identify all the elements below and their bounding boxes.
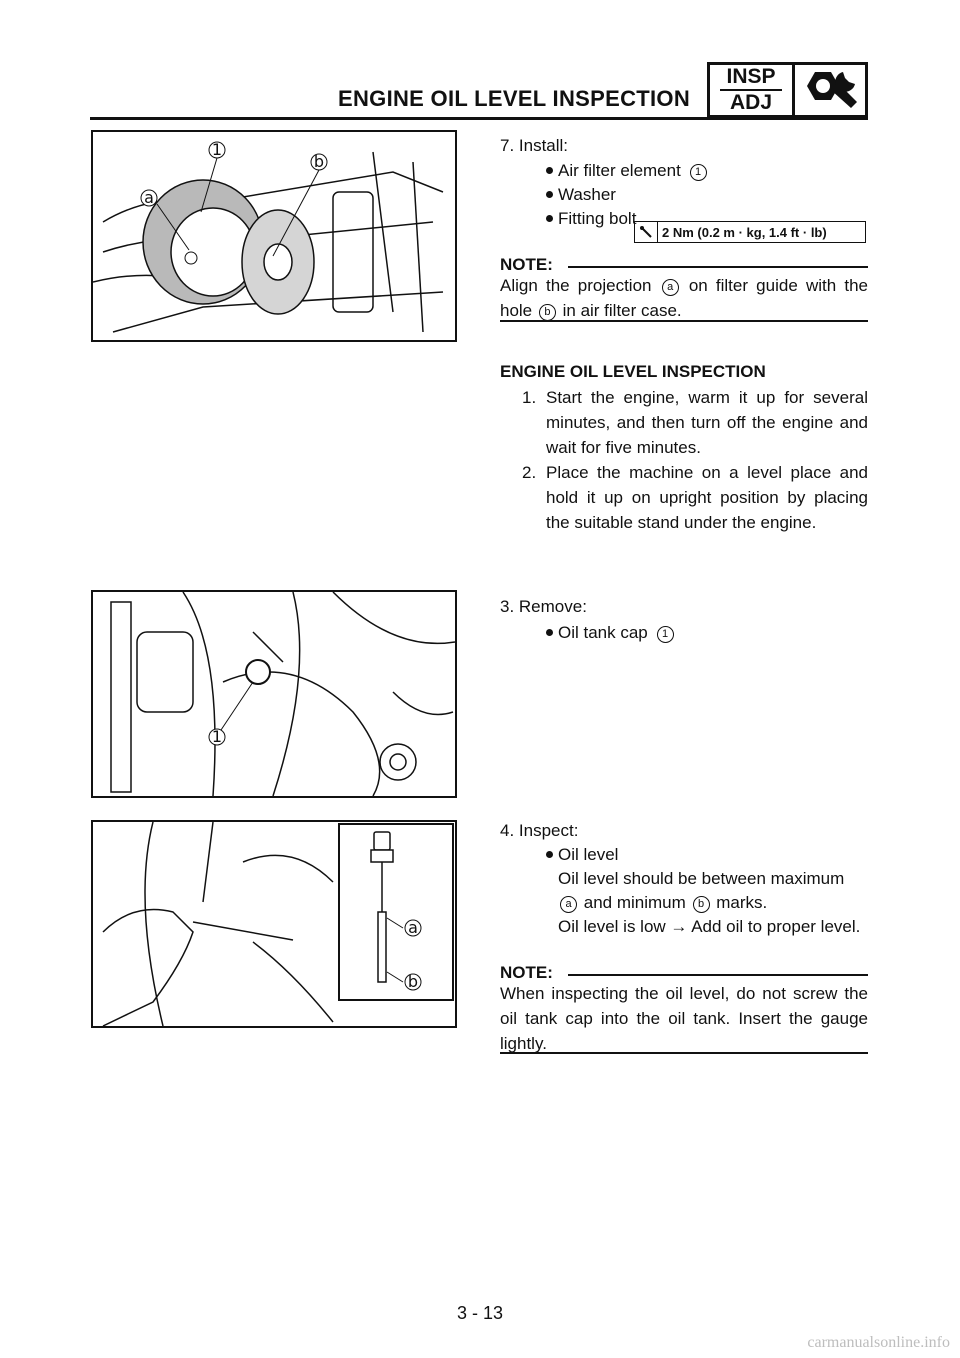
figure-oil-level-gauge: a b: [91, 820, 457, 1028]
note-rule-bottom-2: [500, 1052, 868, 1054]
oil-level-marks-line: a and minimum b marks.: [558, 890, 767, 915]
note-rule-top-2: [568, 974, 868, 976]
note-text-2: When inspecting the oil level, do not sc…: [500, 984, 868, 1053]
ref-circle-b: b: [538, 304, 556, 321]
badge-bottom-text: ADJ: [729, 91, 772, 114]
bullet-oil-level: Oil level: [546, 842, 618, 867]
fig1-callout-1: 1: [212, 140, 222, 159]
oil-level-range-line: Oil level should be between maximum: [558, 869, 845, 888]
step-4-inspect: 4. Inspect:: [500, 821, 579, 840]
torque-value: 2 Nm (0.2 m · kg, 1.4 ft · lb): [662, 224, 827, 240]
step-1-number: 1.: [522, 388, 537, 407]
torque-spec-box: 2 Nm (0.2 m · kg, 1.4 ft · lb): [634, 221, 866, 243]
step-2-text: Place the machine on a level place and h…: [546, 463, 868, 532]
badge-top-text: INSP: [726, 65, 776, 88]
section-heading-oil-level: ENGINE OIL LEVEL INSPECTION: [500, 362, 766, 381]
fig3-callout-a: a: [408, 918, 418, 937]
watermark: carmanualsonline.info: [807, 1334, 950, 1351]
page-header-title: ENGINE OIL LEVEL INSPECTION: [338, 86, 691, 111]
step-3-remove: 3. Remove:: [500, 597, 587, 616]
bullet-fitting-bolt: Fitting bolt: [546, 206, 636, 231]
torque-wrench-icon: [635, 222, 658, 242]
ref-circle-a: a: [560, 896, 577, 913]
step-2-number: 2.: [522, 463, 537, 482]
ref-circle-1: 1: [656, 626, 674, 643]
bullet-oil-tank-cap: Oil tank cap 1: [546, 620, 676, 645]
badge-text: INSP ADJ: [710, 65, 795, 115]
oil-level-low-line: Oil level is low → Add oil to proper lev…: [558, 917, 861, 936]
ref-circle-1: 1: [689, 164, 707, 181]
fig1-callout-b: b: [314, 152, 324, 171]
fig2-callout-1: 1: [212, 727, 222, 746]
fig3-callout-b: b: [408, 972, 418, 991]
note-label-1: NOTE:: [500, 255, 553, 274]
page-number: 3 - 13: [456, 1303, 504, 1323]
note-rule-bottom-1: [500, 320, 868, 322]
note-rule-top-1: [568, 266, 868, 268]
ref-circle-b: b: [692, 896, 710, 913]
fig1-callout-a: a: [144, 188, 154, 207]
section-badge: INSP ADJ: [707, 62, 868, 118]
wrench-nut-icon: [795, 65, 865, 115]
bullet-washer: Washer: [546, 182, 616, 207]
note-text-1: Align the projection a on filter guide w…: [500, 276, 868, 321]
figure-oil-tank-cap: 1: [91, 590, 457, 798]
note-label-2: NOTE:: [500, 963, 553, 982]
header-rule: [90, 117, 868, 120]
bullet-air-filter-element: Air filter element 1: [546, 158, 709, 183]
step-7-install: 7. Install:: [500, 136, 569, 155]
ref-circle-a: a: [661, 279, 679, 296]
figure-air-filter: 1 a b: [91, 130, 457, 342]
step-1-text: Start the engine, warm it up for several…: [546, 388, 868, 457]
